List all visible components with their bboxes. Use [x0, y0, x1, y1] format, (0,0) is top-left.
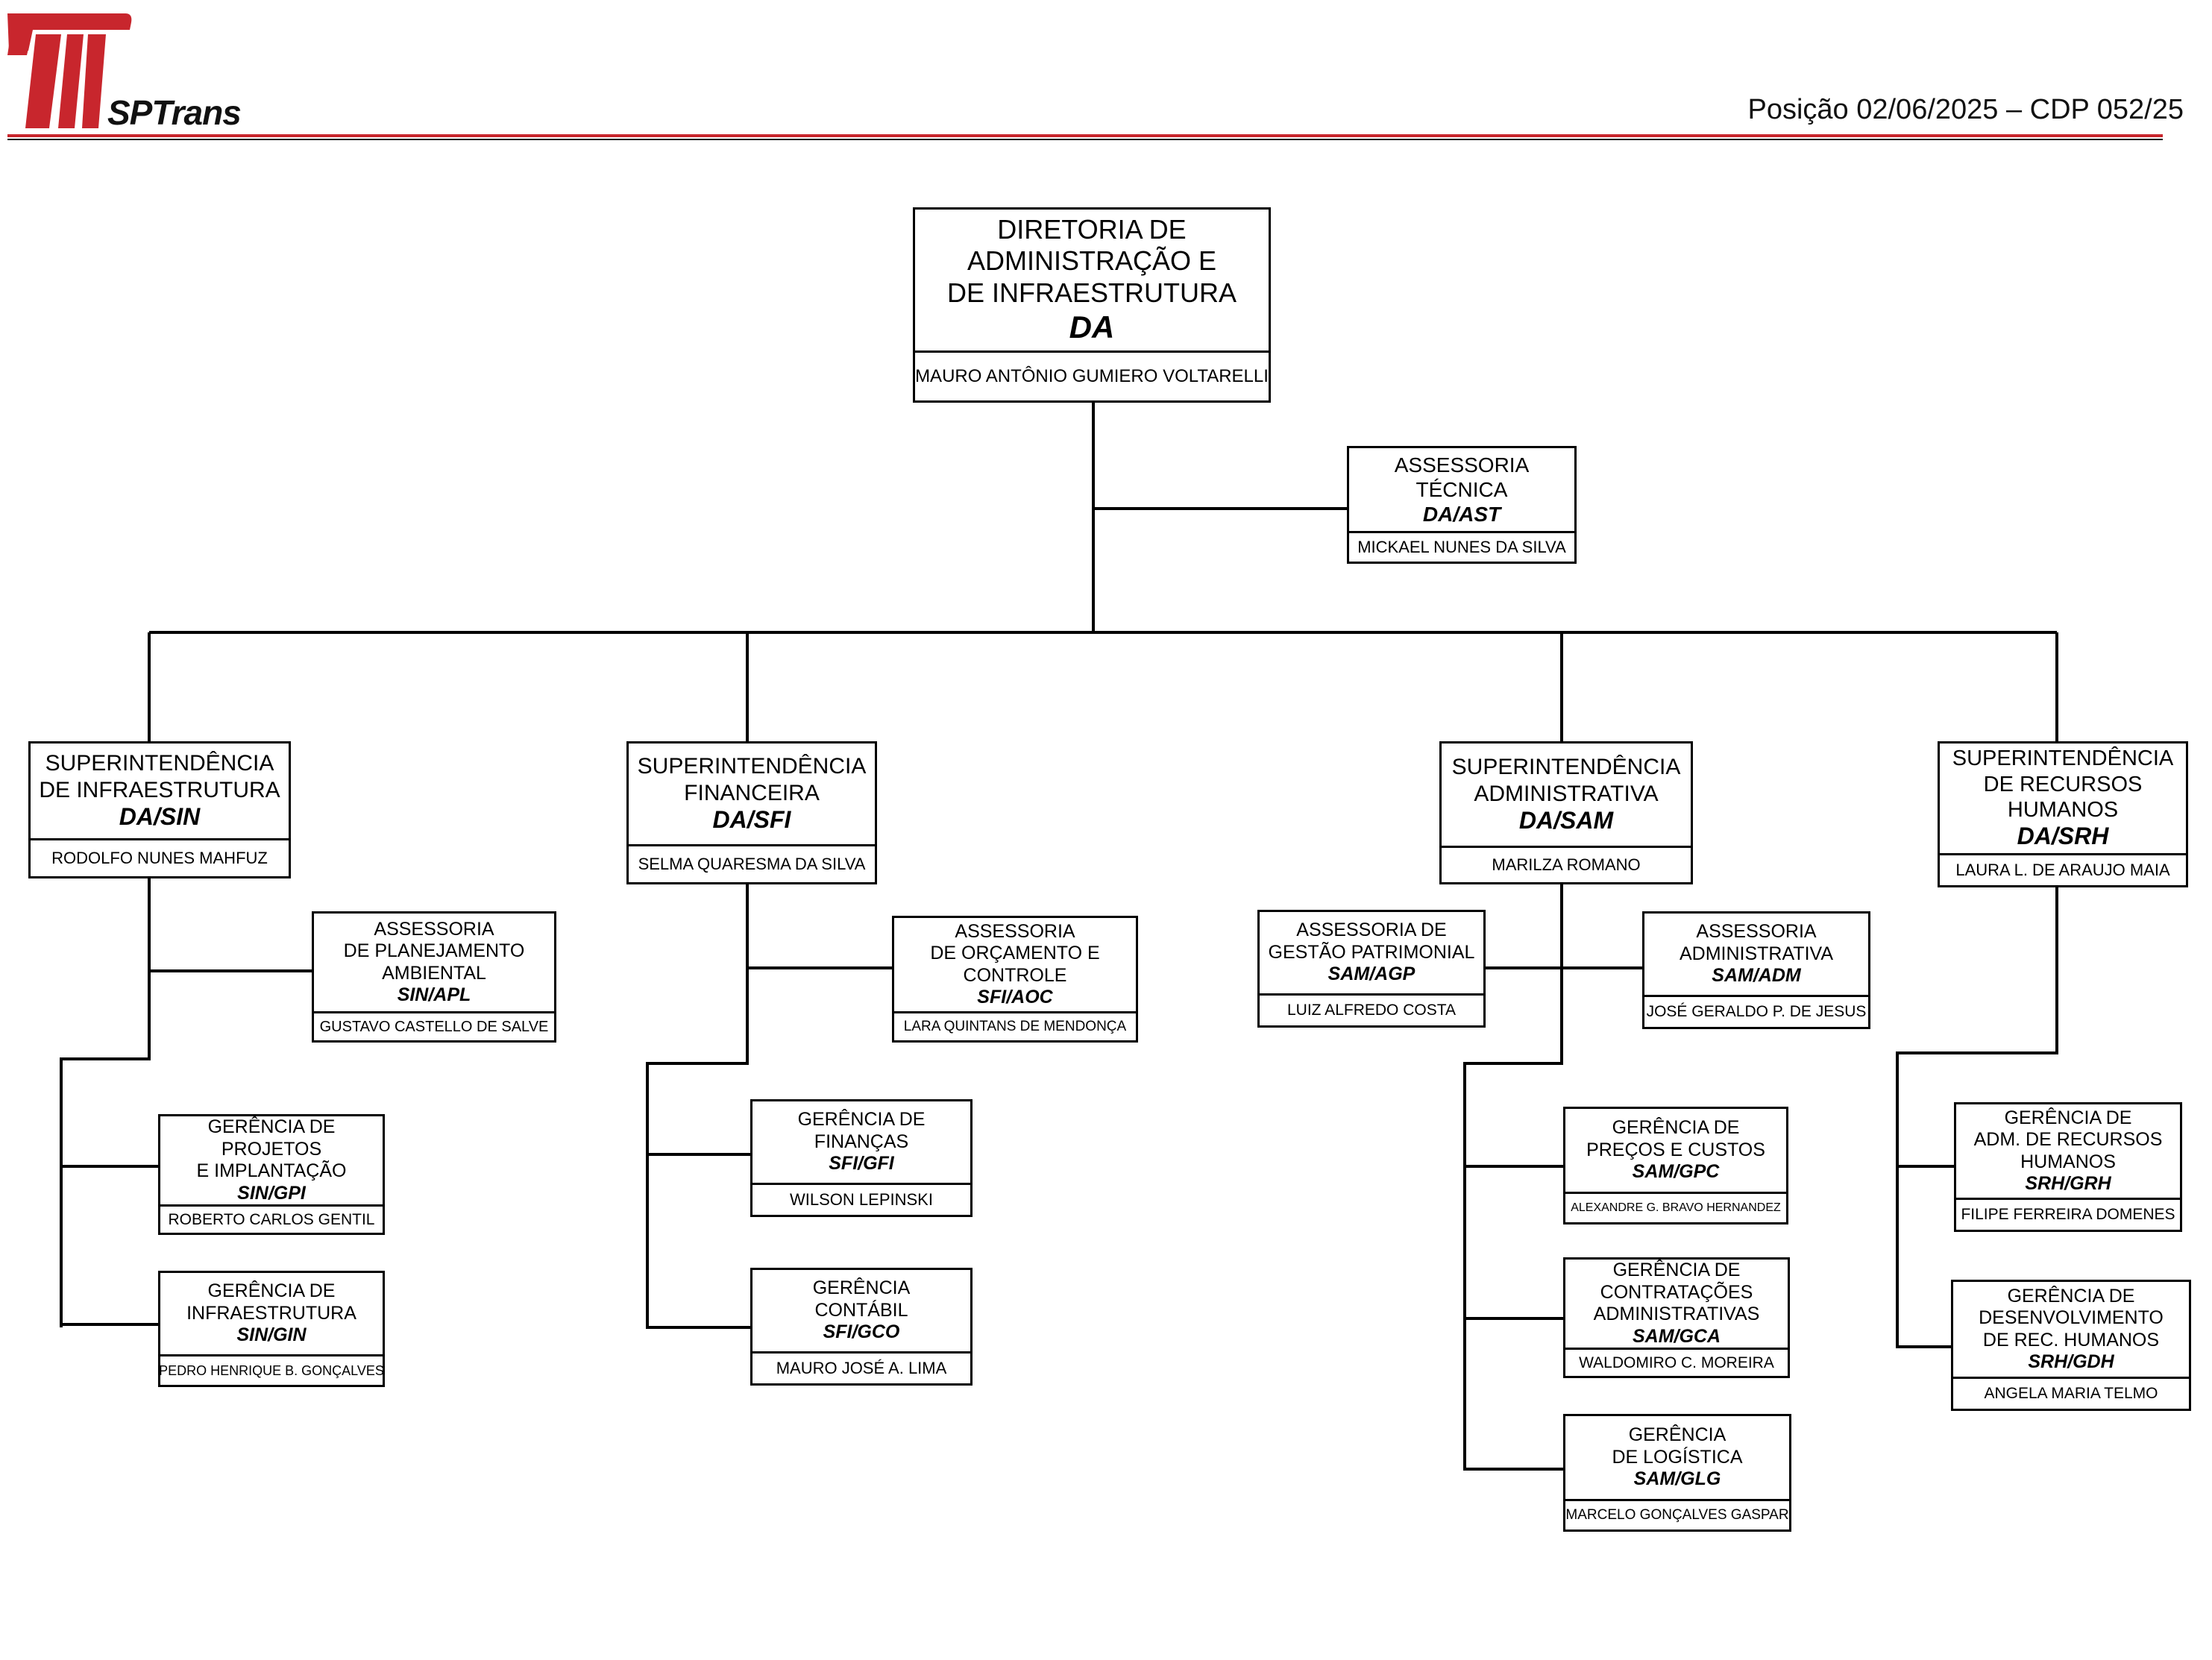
unit-head: MARILZA ROMANO [1442, 846, 1691, 882]
unit-box-gca: GERÊNCIA DE CONTRATAÇÕES ADMINISTRATIVAS… [1563, 1257, 1790, 1378]
unit-title: GERÊNCIA DE PREÇOS E CUSTOS [1586, 1117, 1765, 1160]
unit-code: SAM/GLG [1633, 1468, 1721, 1490]
unit-code: DA/AST [1422, 503, 1501, 526]
header-rule-black [7, 139, 2163, 140]
unit-box-sam: SUPERINTENDÊNCIA ADMINISTRATIVA DA/SAM M… [1439, 741, 1693, 884]
unit-code: SIN/GPI [237, 1182, 306, 1204]
unit-title: GERÊNCIA DE ADM. DE RECURSOS HUMANOS [1973, 1107, 2163, 1172]
unit-box-aoc: ASSESSORIA DE ORÇAMENTO E CONTROLE SFI/A… [892, 916, 1138, 1043]
unit-title: ASSESSORIA DE GESTÃO PATRIMONIAL [1268, 919, 1475, 963]
unit-head: LUIZ ALFREDO COSTA [1260, 993, 1483, 1025]
unit-head: MAURO ANTÔNIO GUMIERO VOLTARELLI [915, 350, 1269, 400]
unit-code: DA/SRH [2017, 822, 2109, 849]
unit-head: PEDRO HENRIQUE B. GONÇALVES [160, 1354, 383, 1385]
unit-box-gpc: GERÊNCIA DE PREÇOS E CUSTOS SAM/GPC ALEX… [1563, 1107, 1788, 1224]
position-date: Posição 02/06/2025 – CDP 052/25 [1747, 94, 2184, 125]
unit-head: SELMA QUARESMA DA SILVA [629, 844, 875, 882]
unit-box-ast: ASSESSORIA TÉCNICA DA/AST MICKAEL NUNES … [1347, 446, 1577, 564]
unit-code: SAM/AGP [1327, 963, 1416, 985]
unit-title: GERÊNCIA DE INFRAESTRUTURA [186, 1280, 356, 1324]
unit-title: ASSESSORIA DE PLANEJAMENTO AMBIENTAL [343, 918, 525, 984]
header-rule-red [7, 134, 2163, 137]
unit-code: SRH/GDH [2028, 1351, 2114, 1372]
unit-head: LAURA L. DE ARAUJO MAIA [1940, 853, 2186, 885]
unit-box-gfi: GERÊNCIA DE FINANÇAS SFI/GFI WILSON LEPI… [750, 1099, 973, 1217]
unit-title: SUPERINTENDÊNCIA FINANCEIRA [637, 754, 867, 805]
unit-code: SFI/AOC [977, 987, 1053, 1007]
unit-code: SFI/GFI [829, 1153, 894, 1175]
unit-title: ASSESSORIA ADMINISTRATIVA [1679, 921, 1834, 964]
unit-title: GERÊNCIA DE FINANÇAS [797, 1109, 926, 1152]
unit-box-srh: SUPERINTENDÊNCIA DE RECURSOS HUMANOS DA/… [1938, 741, 2188, 887]
unit-box-gpi: GERÊNCIA DE PROJETOS E IMPLANTAÇÃO SIN/G… [158, 1114, 385, 1235]
unit-head: RODOLFO NUNES MAHFUZ [31, 838, 289, 876]
unit-title: DIRETORIA DE ADMINISTRAÇÃO E DE INFRAEST… [946, 214, 1237, 308]
unit-code: SAM/ADM [1712, 965, 1801, 987]
unit-head: ALEXANDRE G. BRAVO HERNANDEZ [1565, 1192, 1786, 1222]
unit-head: MARCELO GONÇALVES GASPAR [1565, 1499, 1789, 1529]
unit-code: DA/SAM [1518, 807, 1614, 834]
unit-head: ROBERTO CARLOS GENTIL [160, 1204, 383, 1233]
unit-head: LARA QUINTANS DE MENDONÇA [894, 1011, 1136, 1040]
unit-box-grh: GERÊNCIA DE ADM. DE RECURSOS HUMANOS SRH… [1954, 1102, 2182, 1232]
unit-head: WALDOMIRO C. MOREIRA [1565, 1348, 1788, 1376]
brand-name: SPTrans [107, 93, 242, 132]
page-header: SPTrans Posição 02/06/2025 – CDP 052/25 [0, 0, 2212, 149]
unit-code: SFI/GCO [823, 1321, 900, 1343]
unit-title: ASSESSORIA DE ORÇAMENTO E CONTROLE [930, 920, 1100, 986]
unit-title: SUPERINTENDÊNCIA DE RECURSOS HUMANOS [1952, 746, 2174, 822]
unit-box-gco: GERÊNCIA CONTÁBIL SFI/GCO MAURO JOSÉ A. … [750, 1268, 973, 1386]
unit-head: MICKAEL NUNES DA SILVA [1349, 531, 1574, 562]
unit-box-gdh: GERÊNCIA DE DESENVOLVIMENTO DE REC. HUMA… [1951, 1280, 2191, 1411]
unit-head: MAURO JOSÉ A. LIMA [752, 1351, 970, 1383]
unit-box-sfi: SUPERINTENDÊNCIA FINANCEIRA DA/SFI SELMA… [626, 741, 877, 884]
unit-code: SRH/GRH [2025, 1173, 2111, 1194]
unit-title: SUPERINTENDÊNCIA DE INFRAESTRUTURA [39, 751, 280, 802]
unit-title: ASSESSORIA TÉCNICA [1394, 453, 1530, 501]
unit-code: DA/SIN [119, 803, 201, 831]
unit-title: GERÊNCIA DE CONTRATAÇÕES ADMINISTRATIVAS [1593, 1260, 1760, 1324]
unit-head: WILSON LEPINSKI [752, 1183, 970, 1215]
unit-title: GERÊNCIA DE LOGÍSTICA [1612, 1424, 1743, 1468]
unit-head: FILIPE FERREIRA DOMENES [1956, 1198, 2180, 1230]
unit-code: SIN/GIN [236, 1324, 307, 1346]
unit-title: GERÊNCIA DE PROJETOS E IMPLANTAÇÃO [196, 1116, 347, 1181]
unit-code: DA/SFI [712, 806, 791, 834]
unit-code: DA [1069, 309, 1115, 345]
unit-code: SIN/APL [397, 984, 471, 1005]
unit-title: SUPERINTENDÊNCIA ADMINISTRATIVA [1451, 755, 1681, 806]
unit-title: GERÊNCIA DE DESENVOLVIMENTO DE REC. HUMA… [1979, 1285, 2164, 1351]
unit-box-adm: ASSESSORIA ADMINISTRATIVA SAM/ADM JOSÉ G… [1642, 911, 1870, 1029]
unit-head: ANGELA MARIA TELMO [1953, 1377, 2189, 1409]
sptrans-logo-icon [7, 13, 132, 128]
unit-box-glg: GERÊNCIA DE LOGÍSTICA SAM/GLG MARCELO GO… [1563, 1414, 1791, 1532]
unit-title: GERÊNCIA CONTÁBIL [812, 1277, 911, 1321]
unit-box-apl: ASSESSORIA DE PLANEJAMENTO AMBIENTAL SIN… [312, 911, 556, 1043]
unit-box-da: DIRETORIA DE ADMINISTRAÇÃO E DE INFRAEST… [913, 207, 1271, 403]
unit-box-agp: ASSESSORIA DE GESTÃO PATRIMONIAL SAM/AGP… [1257, 910, 1486, 1028]
unit-head: JOSÉ GERALDO P. DE JESUS [1644, 995, 1868, 1027]
unit-code: SAM/GCA [1632, 1325, 1721, 1347]
unit-box-gin: GERÊNCIA DE INFRAESTRUTURA SIN/GIN PEDRO… [158, 1271, 385, 1387]
unit-code: SAM/GPC [1632, 1161, 1720, 1183]
unit-head: GUSTAVO CASTELLO DE SALVE [314, 1011, 554, 1040]
unit-box-sin: SUPERINTENDÊNCIA DE INFRAESTRUTURA DA/SI… [28, 741, 291, 878]
